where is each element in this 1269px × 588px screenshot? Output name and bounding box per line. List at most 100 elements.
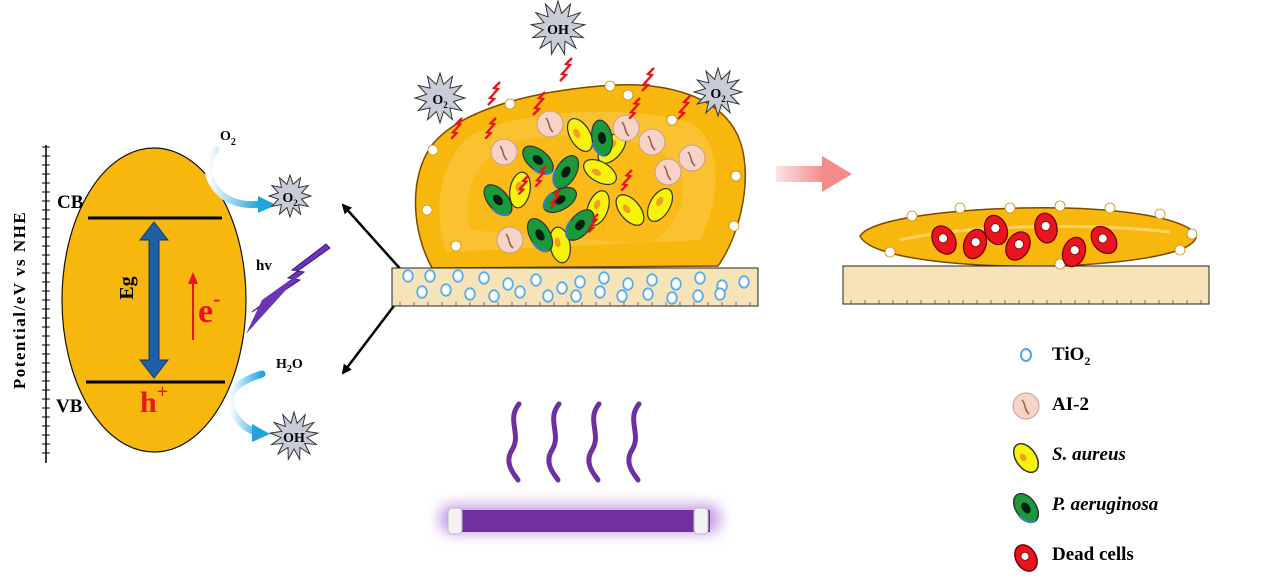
dead-cells-cluster — [931, 212, 1118, 268]
potential-axis — [42, 145, 50, 463]
tio2-particle — [402, 269, 414, 283]
dead-cell — [1005, 231, 1031, 261]
vb-label: VB — [56, 396, 83, 417]
tio2-particle — [530, 273, 542, 287]
reactive-bolt — [549, 189, 561, 210]
potential-axis-label: Potential/eV vs NHE — [10, 211, 29, 389]
svg-text:OH: OH — [283, 431, 305, 446]
s-aureus-cell — [583, 158, 617, 186]
biofilm-scene: O2 OH O2 — [391, 0, 759, 307]
reactive-bolt — [532, 91, 546, 116]
tio2-particle — [502, 277, 514, 291]
s-aureus-cell — [549, 226, 571, 264]
ai2-molecule — [678, 144, 706, 172]
reactive-bolt — [628, 97, 641, 120]
tio2-particle — [556, 281, 568, 295]
biofilm-pores — [421, 80, 742, 252]
legend-label-tio2: TiO2 — [1052, 344, 1091, 368]
reactive-bolt — [677, 95, 691, 120]
o2-reduction-arrow — [204, 146, 264, 209]
o2-label: O2 — [220, 129, 236, 148]
tio2-particle — [424, 269, 436, 283]
legend-label-ai2: AI-2 — [1052, 394, 1089, 415]
s-aureus-cell — [615, 194, 645, 226]
tio2-particle — [692, 289, 704, 303]
legend-label-p-aeruginosa: P. aeruginosa — [1052, 494, 1159, 515]
dead-cell-icon — [1014, 544, 1038, 572]
tio2-particle — [642, 287, 654, 301]
hydroxyl-radical-icon: OH — [268, 410, 320, 462]
biofilm-radical-o2-right: O2 — [692, 66, 744, 118]
legend-label-s-aureus: S. aureus — [1052, 444, 1126, 465]
s-aureus-cell — [566, 118, 594, 152]
tio2-particle — [478, 271, 490, 285]
legend-item-dead-cells: Dead cells — [1010, 538, 1260, 588]
band-diagram: Potential/eV vs NHE CB VB Eg e- h+ O2 O2… — [10, 129, 413, 463]
uv-lamp-tube — [450, 510, 710, 532]
tio2-particle — [440, 283, 452, 297]
h2o-label: H2O — [276, 357, 303, 375]
tio2-particle — [670, 277, 682, 291]
result-scene — [842, 200, 1210, 305]
svg-text:O2: O2 — [710, 87, 726, 104]
h2o-oxidation-arrow — [226, 370, 266, 436]
p-aeruginosa-cell — [552, 155, 580, 189]
transition-arrow — [776, 156, 852, 192]
tio2-particle — [646, 273, 658, 287]
reactive-bolt — [517, 175, 529, 196]
p-aeruginosa-cell — [526, 218, 554, 253]
s-aureus-cell — [646, 188, 674, 222]
legend-item-tio2: TiO2 — [1010, 338, 1260, 388]
p-aeruginosa-cell — [565, 209, 595, 241]
hole-label: h+ — [140, 381, 168, 419]
biofilm-radical-oh-top: OH — [529, 0, 587, 56]
band-gap-label: Eg — [116, 276, 138, 299]
p-aeruginosa-cell — [483, 184, 513, 217]
reactive-bolt — [641, 67, 655, 92]
svg-text:O2: O2 — [432, 93, 448, 110]
reactive-bolt — [484, 117, 497, 140]
dead-cell — [962, 228, 988, 260]
tio2-particle — [738, 275, 750, 289]
p-aeruginosa-cell — [591, 119, 613, 157]
result-substrate — [842, 265, 1210, 305]
cb-label: CB — [57, 192, 84, 213]
legend-item-s-aureus: S. aureus — [1010, 438, 1260, 488]
dead-cell — [983, 214, 1009, 246]
ai2-molecule — [638, 128, 666, 156]
superoxide-radical-icon: O2 — [267, 173, 313, 219]
dead-cell — [1061, 236, 1087, 268]
p-aeruginosa-icon — [1012, 492, 1040, 524]
dead-cell — [1034, 212, 1058, 244]
light-label: hv — [256, 258, 272, 274]
tio2-particles — [402, 269, 750, 305]
uv-waves — [506, 401, 642, 483]
tio2-particle — [666, 291, 678, 305]
tio2-particle — [594, 285, 606, 299]
dead-cell — [931, 225, 957, 255]
dead-cell — [1090, 225, 1118, 255]
reactive-bolt — [587, 213, 599, 234]
tio2-particle — [416, 285, 428, 299]
tio2-particle — [598, 271, 610, 285]
ai2-molecule — [536, 110, 564, 138]
tio2-particle — [514, 285, 526, 299]
tio2-particle — [694, 271, 706, 285]
tio2-icon — [1020, 348, 1032, 362]
reactive-bolt — [450, 117, 463, 140]
legend: TiO2 AI-2 S. aureus P. aeruginosa — [1010, 338, 1260, 588]
tio2-particle — [488, 289, 500, 303]
legend-label-dead-cells: Dead cells — [1052, 544, 1134, 565]
reactive-bolt — [559, 57, 573, 82]
ai2-molecule — [654, 158, 682, 186]
biofilm-radical-o2-left: O2 — [413, 71, 467, 125]
tio2-particle — [464, 287, 476, 301]
electron-arrow — [188, 272, 198, 340]
ai2-molecule — [496, 226, 524, 254]
tio2-particle — [570, 289, 582, 303]
reactive-bolt — [487, 81, 501, 106]
uv-lamp — [440, 401, 720, 535]
legend-item-p-aeruginosa: P. aeruginosa — [1010, 488, 1260, 538]
tio2-particle — [542, 289, 554, 303]
